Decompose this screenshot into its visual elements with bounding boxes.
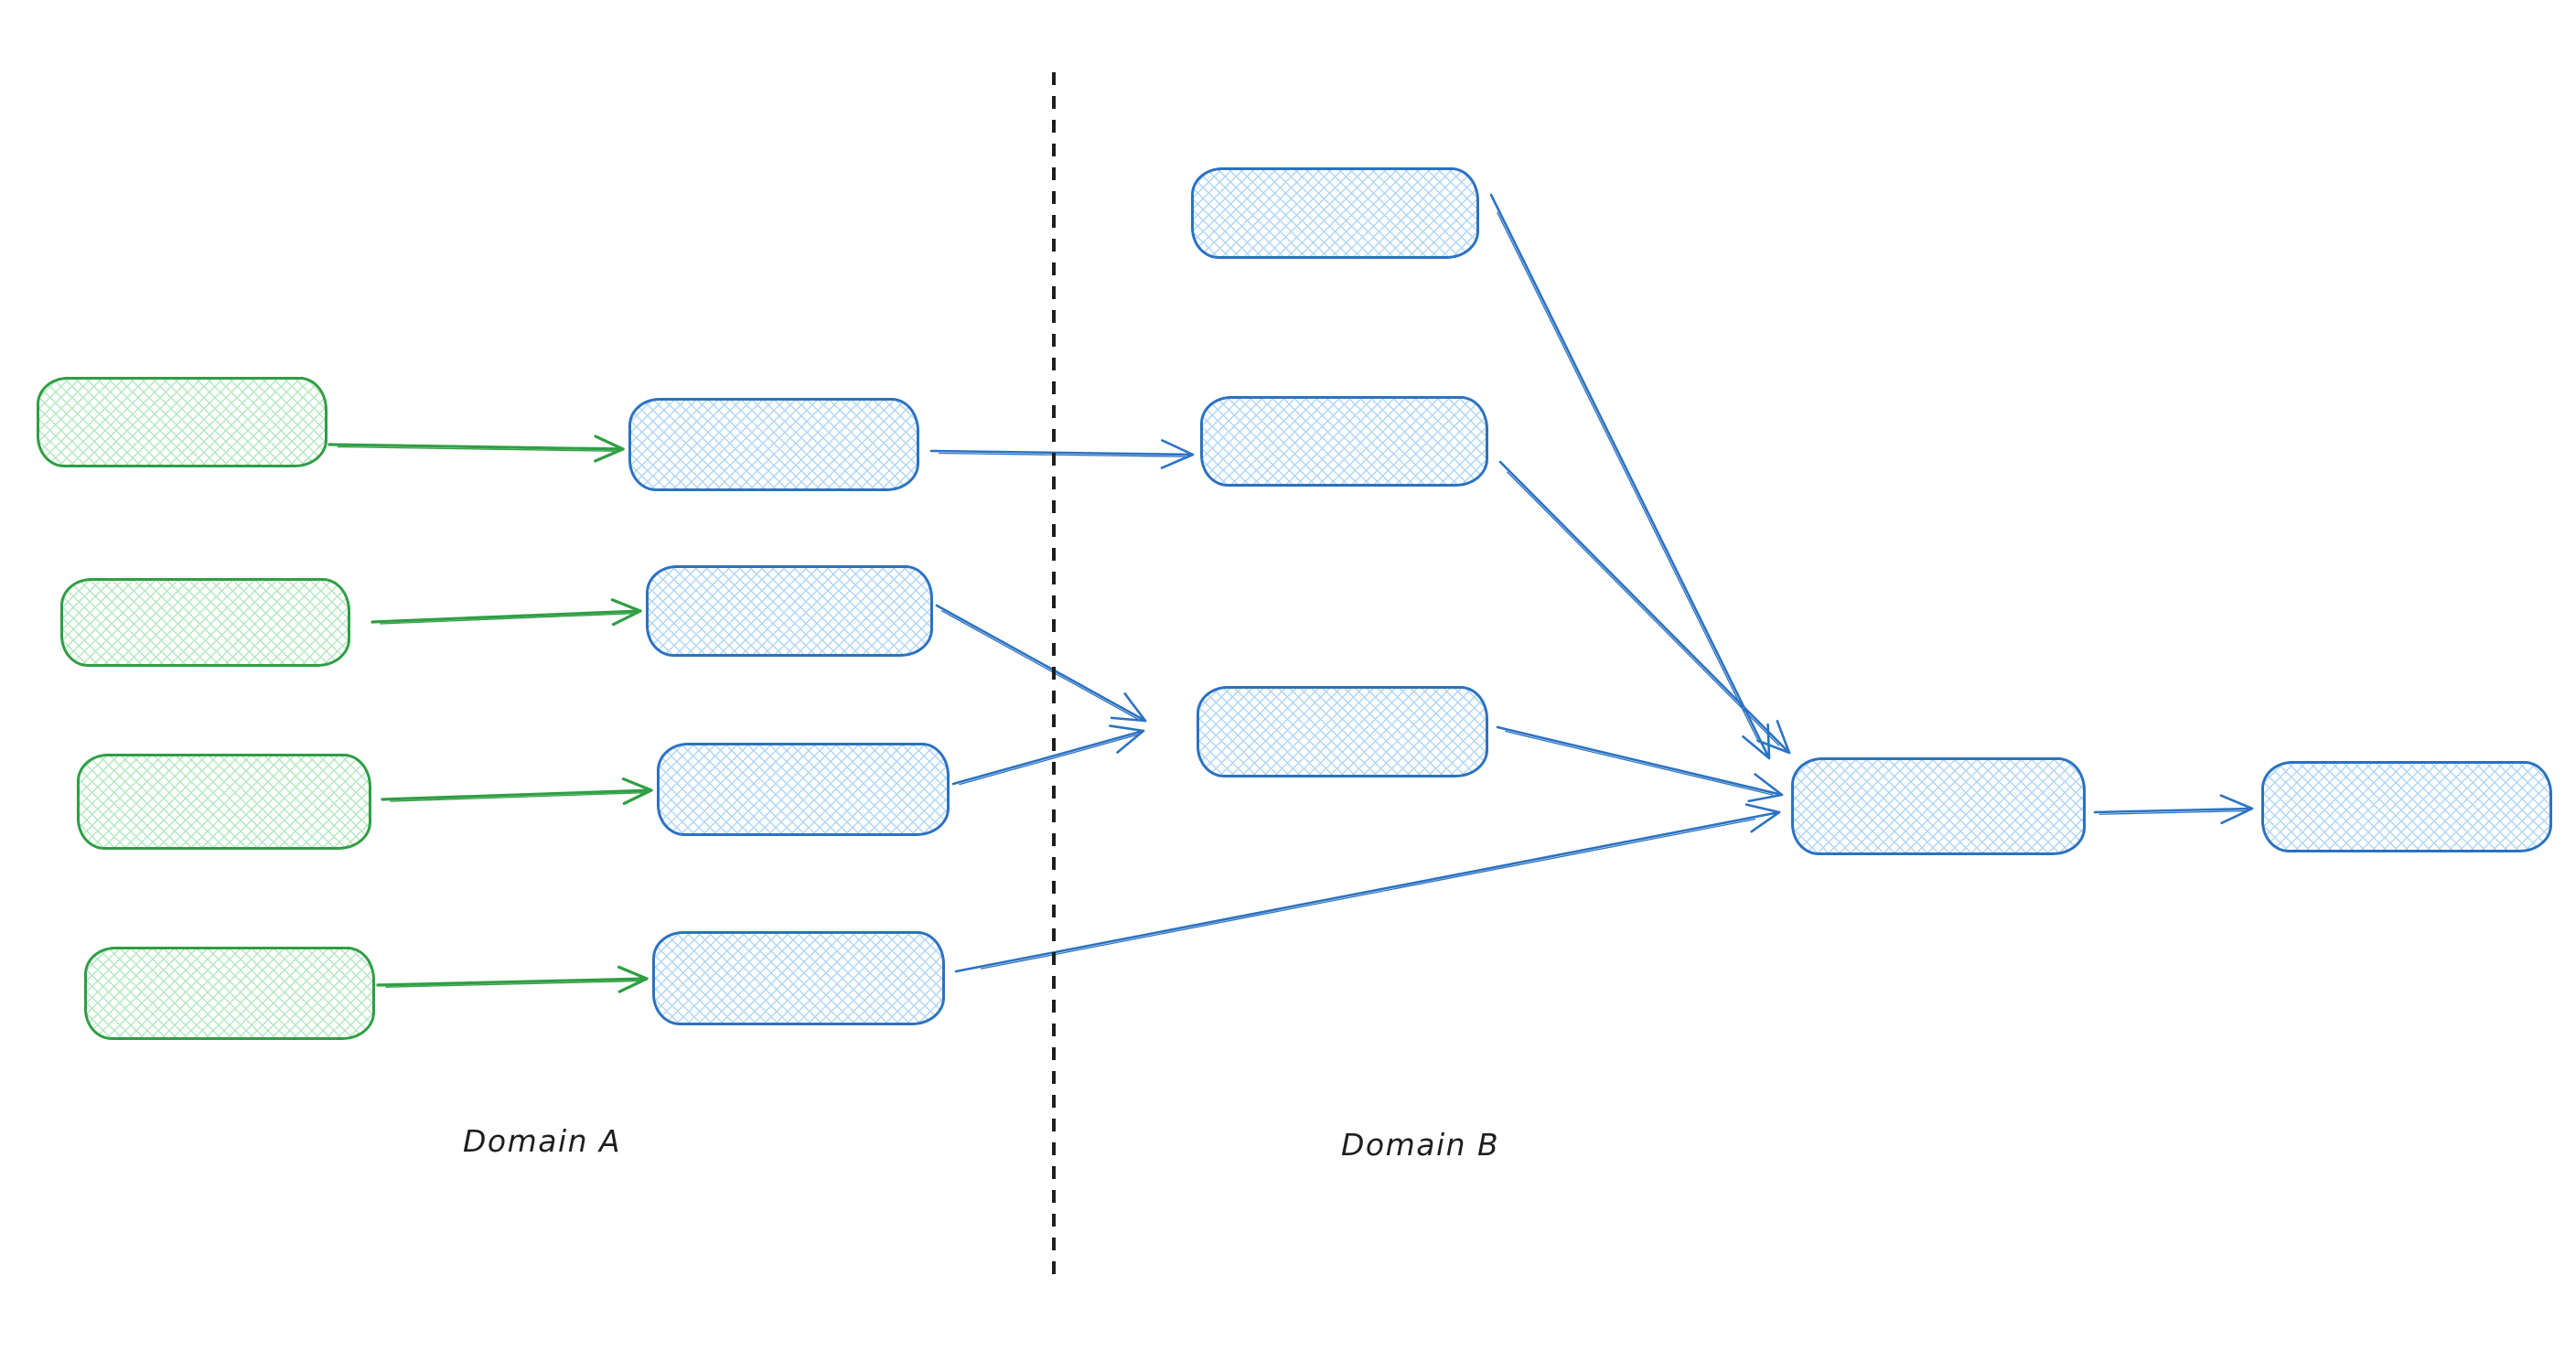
shape-a-process-1[interactable] <box>628 398 919 491</box>
shape-b-output[interactable] <box>2261 761 2552 852</box>
arrow-a-input-1-to-a-process-1[interactable] <box>327 434 625 463</box>
shape-b-node-3[interactable] <box>1197 686 1488 777</box>
shape-a-input-4[interactable] <box>84 947 375 1040</box>
arrow-a-process-2-to-b-node-3[interactable] <box>935 604 1147 723</box>
arrow-a-input-3-to-a-process-3[interactable] <box>381 777 653 806</box>
shape-a-process-4[interactable] <box>652 931 945 1025</box>
domain-a-label[interactable]: Domain A <box>463 1123 622 1159</box>
shape-a-input-2[interactable] <box>60 578 350 667</box>
shape-b-node-1[interactable] <box>1191 167 1479 259</box>
arrow-b-node-3-to-b-aggregator[interactable] <box>1496 725 1784 803</box>
arrow-a-process-1-to-b-node-2[interactable] <box>929 439 1195 469</box>
shape-b-node-2[interactable] <box>1200 396 1488 487</box>
arrow-b-aggregator-to-b-output[interactable] <box>2093 794 2254 825</box>
arrow-a-input-2-to-a-process-2[interactable] <box>370 598 642 627</box>
shape-a-input-3[interactable] <box>77 754 371 850</box>
domain-b-label[interactable]: Domain B <box>1341 1127 1500 1163</box>
arrow-a-process-3-to-b-node-3[interactable] <box>951 724 1145 786</box>
arrow-b-node-2-to-b-aggregator[interactable] <box>1498 460 1791 755</box>
arrow-b-node-1-to-b-aggregator[interactable] <box>1489 193 1771 760</box>
arrow-a-process-4-to-b-aggregator[interactable] <box>954 803 1781 973</box>
shape-a-process-3[interactable] <box>657 743 950 836</box>
shape-b-aggregator[interactable] <box>1791 757 2086 855</box>
shape-a-process-2[interactable] <box>646 565 933 657</box>
shape-a-input-1[interactable] <box>37 377 327 467</box>
arrow-a-input-4-to-a-process-4[interactable] <box>376 965 649 993</box>
